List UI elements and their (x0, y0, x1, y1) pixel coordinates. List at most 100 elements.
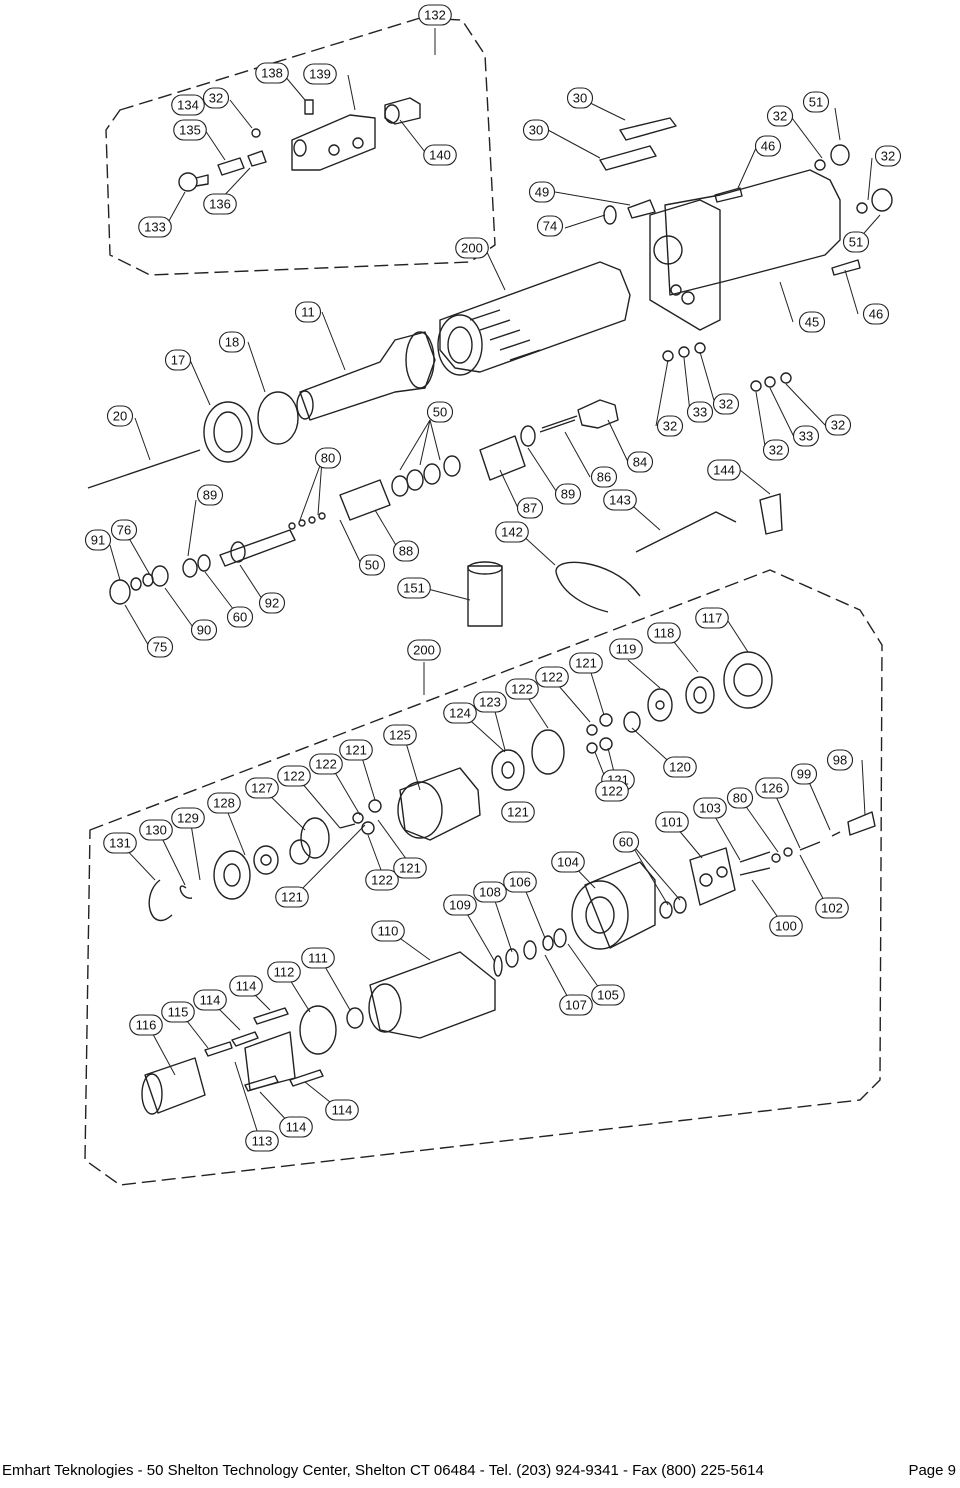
bearing-ring (203, 401, 253, 463)
callout-143: 143 (603, 489, 637, 511)
callout-number: 32 (773, 109, 787, 124)
callout-bubble (193, 989, 227, 1011)
callout-80: 80 (314, 447, 342, 469)
callout-bubble (802, 91, 830, 113)
callout-99: 99 (790, 763, 818, 785)
callout-number: 200 (413, 643, 435, 658)
callout-number: 106 (509, 875, 531, 890)
callout-122: 122 (595, 780, 629, 802)
callout-bubble (146, 636, 174, 658)
callout-bubble (755, 777, 789, 799)
callout-bubble (473, 881, 507, 903)
callout-number: 46 (761, 139, 775, 154)
footer-company-info: Emhart Teknologies - 50 Shelton Technolo… (2, 1462, 764, 1479)
callout-139: 139 (303, 63, 337, 85)
callout-number: 51 (849, 235, 863, 250)
callout-bubble (103, 832, 137, 854)
callout-32: 32 (656, 415, 684, 437)
callout-151: 151 (397, 577, 431, 599)
callout-92: 92 (258, 592, 286, 614)
callout-121: 121 (501, 801, 535, 823)
callout-bubble (138, 216, 172, 238)
callout-bubble (762, 439, 790, 461)
callout-103: 103 (693, 797, 727, 819)
callout-125: 125 (383, 724, 417, 746)
callout-number: 132 (424, 8, 446, 23)
o-ring (257, 391, 299, 445)
callout-bubble (693, 797, 727, 819)
callout-116: 116 (129, 1014, 163, 1036)
callout-number: 50 (365, 558, 379, 573)
callout-107: 107 (559, 994, 593, 1016)
callout-133: 133 (138, 216, 172, 238)
callout-number: 20 (113, 409, 127, 424)
group-outline-bottom (84, 569, 883, 1186)
callout-number: 98 (833, 753, 847, 768)
callout-46: 46 (754, 135, 782, 157)
callout-46: 46 (862, 303, 890, 325)
callout-bubble (255, 62, 289, 84)
callout-number: 134 (177, 98, 199, 113)
callout-number: 114 (332, 1103, 353, 1118)
callout-60: 60 (226, 606, 254, 628)
callout-bubble (190, 619, 218, 641)
callout-number: 99 (797, 767, 811, 782)
callout-number: 33 (693, 405, 707, 420)
callout-number: 89 (561, 487, 575, 502)
callout-114: 114 (325, 1099, 359, 1121)
callout-bubble (393, 857, 427, 879)
callout-118: 118 (647, 622, 681, 644)
callout-number: 127 (251, 781, 273, 796)
callout-number: 142 (501, 525, 523, 540)
callout-bubble (325, 1099, 359, 1121)
callout-number: 60 (233, 610, 247, 625)
callout-91: 91 (84, 529, 112, 551)
callout-bubble (423, 144, 457, 166)
callout-bubble (171, 807, 205, 829)
callout-number: 121 (399, 861, 421, 876)
callout-123: 123 (473, 691, 507, 713)
callout-number: 32 (769, 443, 783, 458)
callout-number: 91 (91, 533, 105, 548)
callout-138: 138 (255, 62, 289, 84)
callout-bubble (862, 303, 890, 325)
callout-number: 121 (575, 656, 597, 671)
callout-76: 76 (110, 519, 138, 541)
callout-bubble (455, 237, 489, 259)
callout-104: 104 (551, 851, 585, 873)
callout-bubble (392, 540, 420, 562)
callout-200: 200 (407, 639, 441, 661)
callout-number: 45 (805, 315, 819, 330)
callout-bubble (202, 87, 230, 109)
callout-bubble (647, 622, 681, 644)
callout-bubble (397, 577, 431, 599)
callout-bubble (139, 819, 173, 841)
exploded-parts-diagram: 1321381391343213513613314030304974463251… (84, 4, 902, 1186)
callout-number: 113 (252, 1134, 273, 1149)
callout-136: 136 (203, 193, 237, 215)
callout-number: 114 (286, 1120, 307, 1135)
callout-number: 87 (523, 501, 537, 516)
callout-bubble (609, 638, 643, 660)
callout-86: 86 (590, 466, 618, 488)
callout-bubble (501, 801, 535, 823)
callout-number: 80 (733, 791, 747, 806)
callout-50: 50 (426, 401, 454, 423)
callout-number: 128 (213, 796, 235, 811)
callout-49: 49 (528, 181, 556, 203)
callout-number: 151 (403, 581, 425, 596)
callout-number: 120 (669, 760, 691, 775)
callout-number: 123 (479, 695, 501, 710)
callout-number: 125 (389, 728, 411, 743)
callout-number: 138 (261, 66, 283, 81)
callout-122: 122 (309, 753, 343, 775)
callout-bubble (522, 119, 550, 141)
callout-number: 11 (301, 305, 315, 320)
callout-bubble (655, 811, 689, 833)
callout-bubble (590, 466, 618, 488)
callout-121: 121 (393, 857, 427, 879)
callout-bubble (569, 652, 603, 674)
callout-bubble (712, 393, 740, 415)
callout-17: 17 (164, 349, 192, 371)
